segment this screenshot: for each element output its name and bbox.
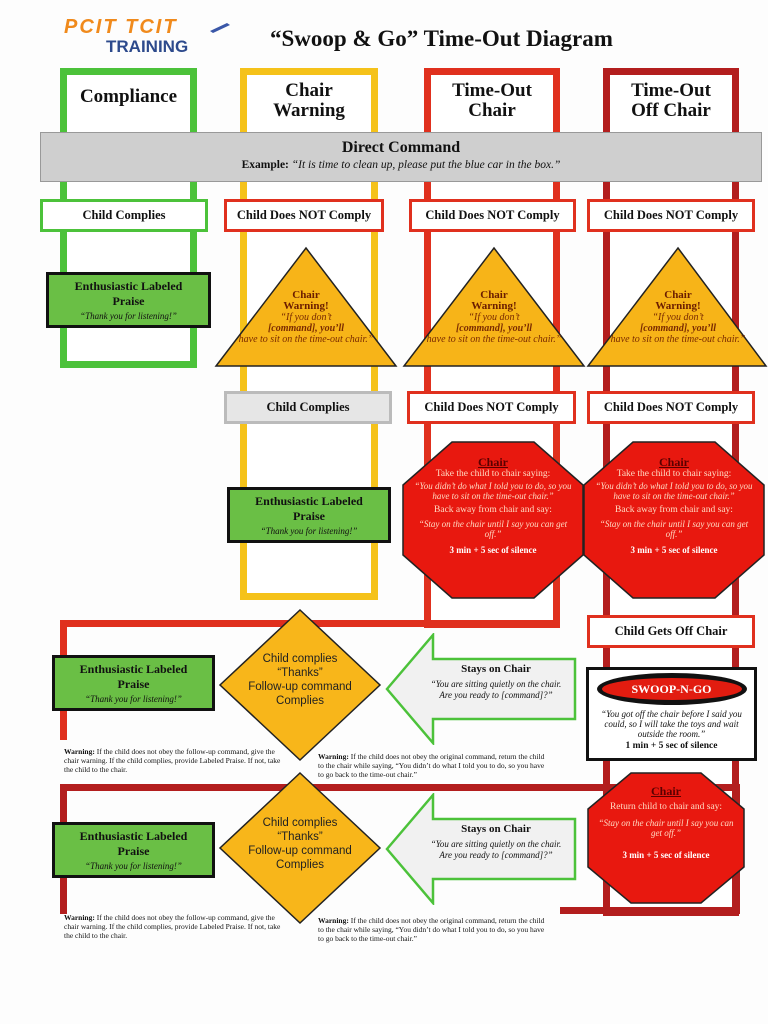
child-not-comply-box: Child Does NOT Comply [407,391,576,424]
warning-triangle [214,246,398,367]
warning-note-right: Warning: If the child does not obey the … [318,752,545,779]
chair-octagon [402,441,584,599]
logo-line2: TRAINING [106,37,189,56]
return-octagon-text: Chair Return child to chair and say: “St… [598,784,734,860]
direct-command-banner: Direct Command Example: “It is time to c… [40,132,762,182]
direct-command-example: Example: “It is time to clean up, please… [241,159,561,171]
logo: PCIT TCIT TRAINING [64,16,234,62]
stays-on-chair-text: Stays on Chair “You are sitting quietly … [430,663,562,701]
chair-octagon [583,441,765,599]
warning-triangle [586,246,768,367]
child-not-comply-box: Child Does NOT Comply [224,199,384,232]
child-gets-off-chair-box: Child Gets Off Chair [587,615,755,648]
direct-command-title: Direct Command [341,139,461,156]
swoop-box: SWOOP-N-GO “You got off the chair before… [586,667,757,761]
logo-line1: PCIT TCIT [64,16,178,38]
warning-note-right: Warning: If the child does not obey the … [318,916,545,943]
child-not-comply-box: Child Does NOT Comply [409,199,576,232]
swoop-badge: SWOOP-N-GO [601,678,742,700]
child-not-comply-box: Child Does NOT Comply [587,391,755,424]
stays-on-chair-text: Stays on Chair “You are sitting quietly … [430,823,562,861]
warning-note-left: Warning: If the child does not obey the … [64,913,281,940]
warning-triangle [402,246,586,367]
stays-on-chair-arrow [385,633,577,745]
follow-up-diamond [218,771,382,925]
swoop-time: 1 min + 5 sec of silence [625,741,718,751]
child-not-comply-box: Child Does NOT Comply [587,199,755,232]
pencil-icon [210,23,230,33]
swoop-text: “You got off the chair before I said you… [601,709,742,739]
loop-line-darkred-bottom [560,907,740,914]
column-title: Compliance [79,86,178,107]
follow-up-diamond-text: Child complies“Thanks” Follow-up command… [248,817,352,871]
follow-up-diamond-text: Child complies“Thanks” Follow-up command… [248,653,352,707]
chair-octagon-text: Chair Take the child to chair saying: “Y… [414,455,572,555]
return-chair-octagon [587,772,745,904]
warning-note-left: Warning: If the child does not obey the … [64,747,281,774]
follow-up-diamond [218,608,382,762]
child-complies-box: Child Complies [224,391,392,424]
page-title: “Swoop & Go” Time-Out Diagram [270,26,613,51]
stays-on-chair-arrow [385,793,577,905]
child-complies-box: Child Complies [40,199,208,232]
chair-octagon-text: Chair Take the child to chair saying: “Y… [595,455,753,555]
